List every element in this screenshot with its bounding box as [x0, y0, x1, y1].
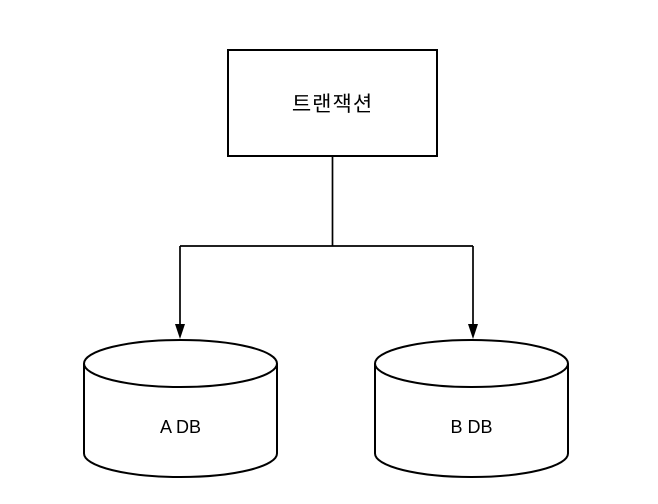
transaction-label: 트랜잭션: [291, 93, 374, 116]
arrowhead-to-bdb: [468, 324, 478, 339]
b-db-label: B DB: [450, 417, 493, 437]
cylinder-b-db-shape: [374, 339, 569, 478]
arrowhead-to-adb: [175, 324, 185, 339]
connector-lines: [179, 156, 474, 326]
transaction-box-shape: [227, 49, 438, 157]
a-db-label: A DB: [159, 417, 202, 437]
cylinder-a-db-shape: [83, 339, 278, 478]
